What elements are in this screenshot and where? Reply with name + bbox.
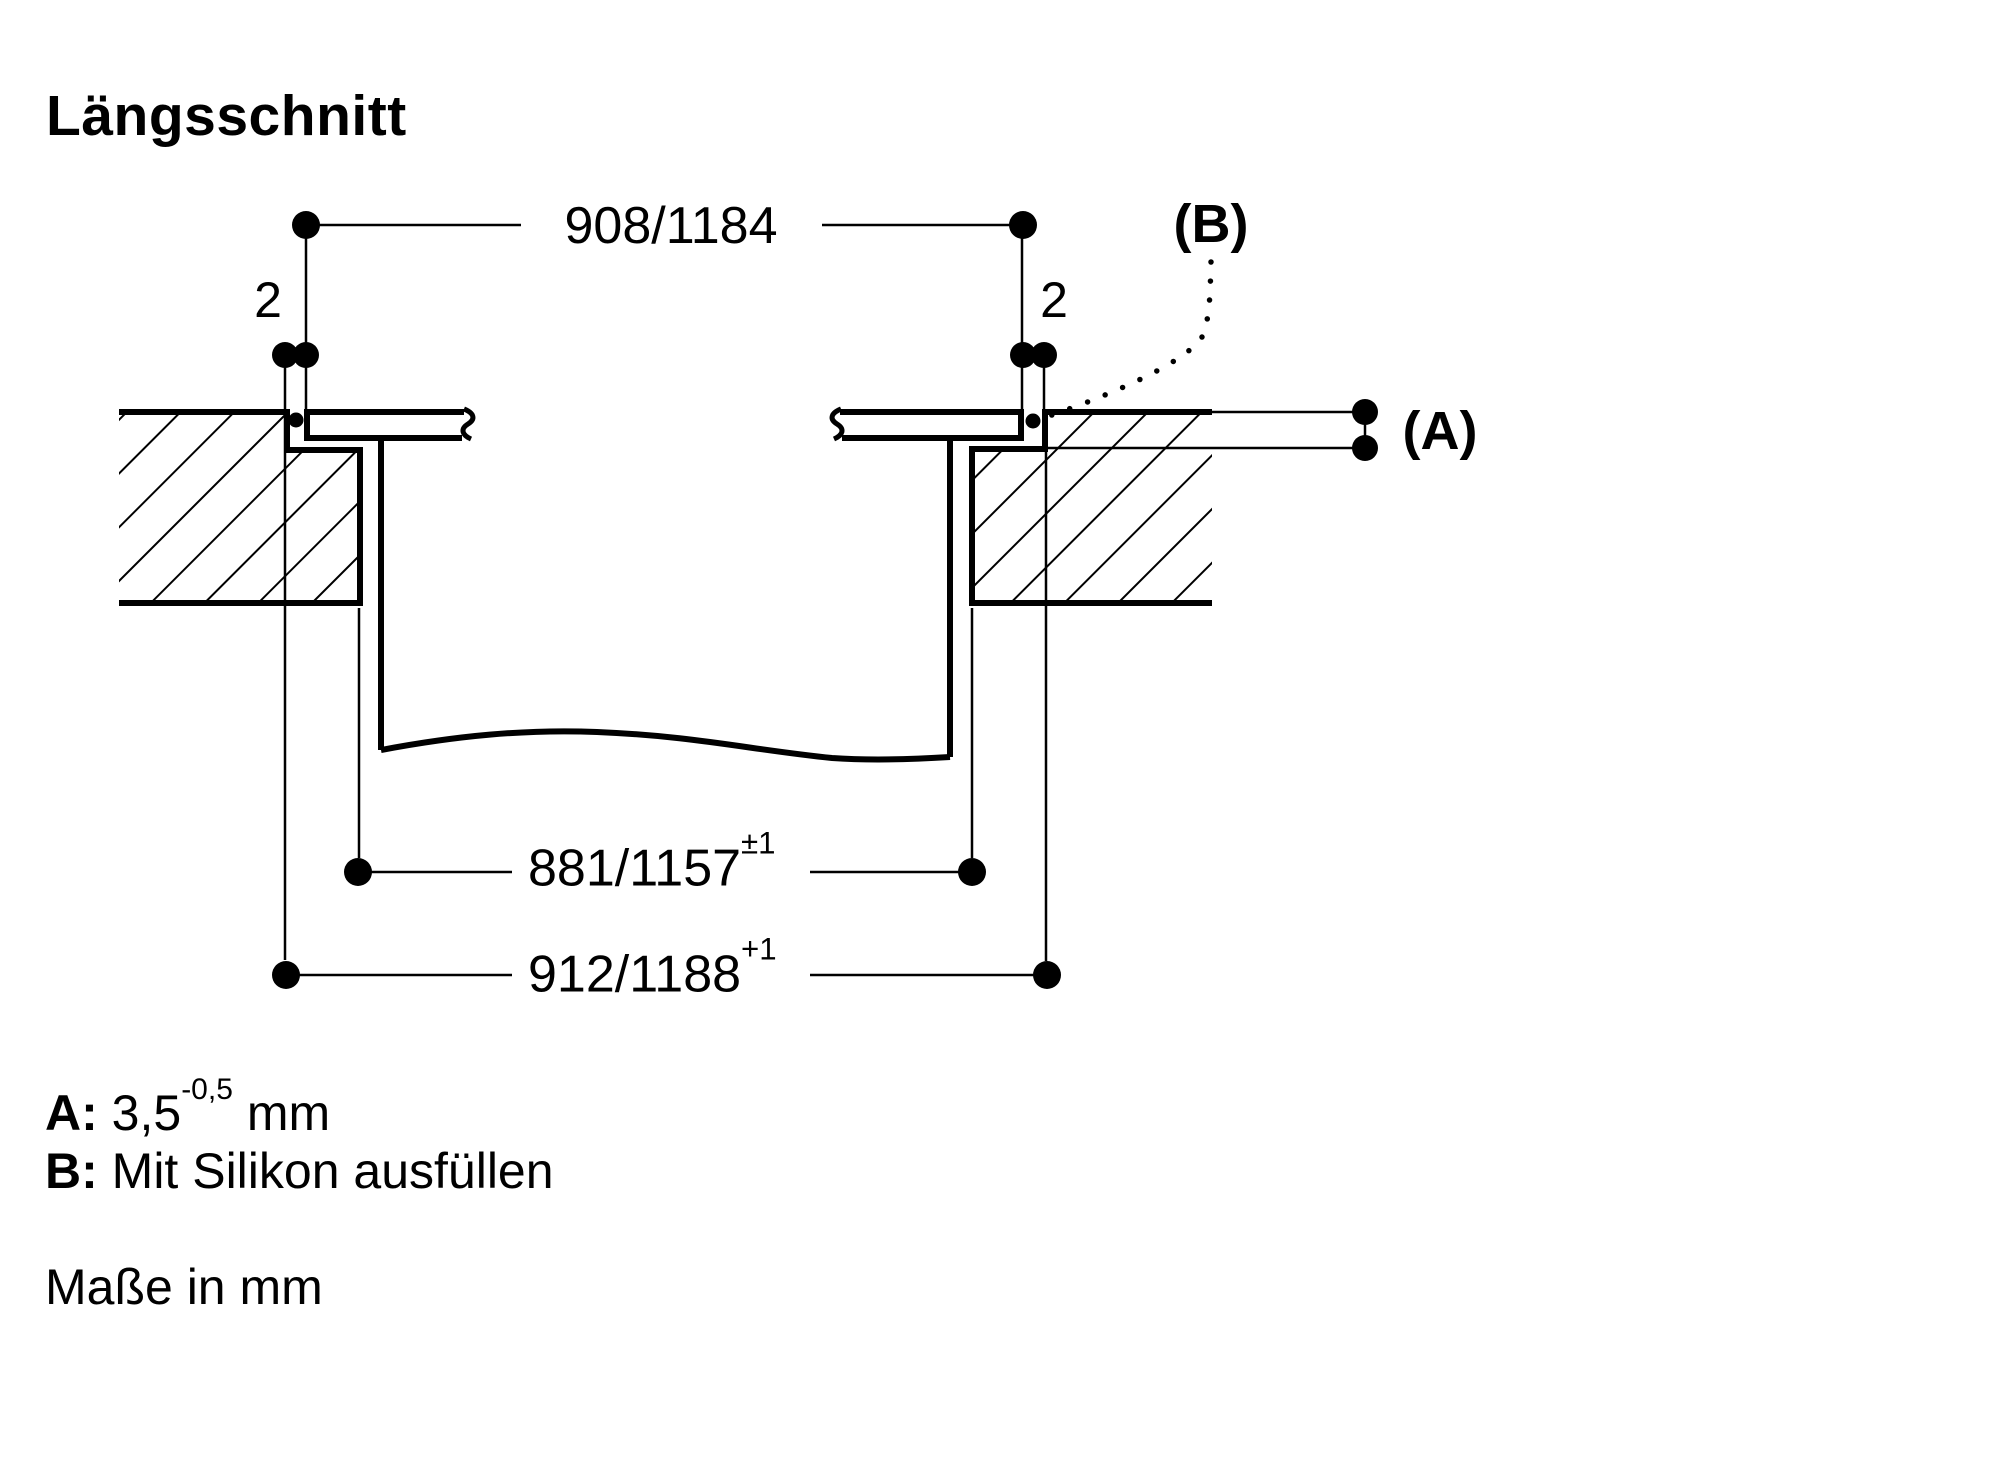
recess-width-value: 912/1188 bbox=[528, 945, 742, 1004]
dot-datum-a-lower bbox=[1352, 435, 1378, 461]
countertop-left bbox=[119, 409, 363, 606]
appliance-flange-right bbox=[829, 406, 1024, 442]
appliance-body-tub bbox=[378, 438, 953, 763]
legend-a-value: 3,5 bbox=[111, 1085, 182, 1141]
legend-a-key: A: bbox=[45, 1085, 98, 1141]
countertop-left-hatch bbox=[119, 412, 360, 603]
legend-b-key: B: bbox=[45, 1143, 98, 1199]
dot-recess-left bbox=[272, 961, 300, 989]
appliance-flange-left bbox=[304, 406, 476, 442]
tub-bottom-wavy bbox=[380, 728, 951, 763]
dim-label-gap-right: 2 bbox=[1040, 272, 1068, 328]
cutout-width-value: 881/1157 bbox=[528, 839, 742, 898]
legend-a-tolerance: -0,5 bbox=[181, 1072, 233, 1106]
cutout-width-tolerance: ±1 bbox=[741, 825, 776, 861]
dim-label-glass-width: 908/1184 bbox=[564, 197, 778, 255]
countertop-right bbox=[969, 409, 1212, 606]
dot-glass-width-left bbox=[292, 211, 320, 239]
countertop-right-outline bbox=[969, 409, 1212, 606]
drawing-title: Längsschnitt bbox=[46, 84, 407, 148]
dot-gap-right-a bbox=[1010, 342, 1036, 368]
silicone-joint-dot-right bbox=[1025, 413, 1041, 429]
dot-recess-right bbox=[1033, 961, 1061, 989]
dot-gap-right-b bbox=[1031, 342, 1057, 368]
countertop-right-hatch bbox=[972, 412, 1212, 603]
legend-line-b: B: Mit Silikon ausfüllen bbox=[45, 1146, 554, 1196]
dot-cutout-left bbox=[344, 858, 372, 886]
break-edge-right-flange bbox=[829, 406, 845, 442]
b-leader-dotted-line bbox=[1043, 259, 1214, 420]
dimension-dots bbox=[272, 211, 1378, 989]
dim-label-cutout-width: 881/1157±1 bbox=[528, 827, 776, 894]
callout-a-label: (A) bbox=[1402, 401, 1478, 461]
legend-a-unit: mm bbox=[246, 1085, 331, 1141]
legend-b-text: Mit Silikon ausfüllen bbox=[111, 1143, 554, 1199]
dot-cutout-right bbox=[958, 858, 986, 886]
dot-datum-a-upper bbox=[1352, 399, 1378, 425]
dot-gap-left-a bbox=[272, 342, 298, 368]
units-note: Maße in mm bbox=[45, 1259, 323, 1315]
legend-line-a: A: 3,5-0,5 mm bbox=[45, 1074, 331, 1141]
dot-gap-left-b bbox=[293, 342, 319, 368]
countertop-left-outline bbox=[119, 409, 363, 606]
callout-b-label: (B) bbox=[1173, 194, 1249, 254]
dot-glass-width-right bbox=[1009, 211, 1037, 239]
dim-label-recess-width: 912/1188+1 bbox=[528, 933, 777, 1000]
silicone-joint-dot-left bbox=[288, 412, 304, 428]
dim-label-gap-left: 2 bbox=[254, 272, 282, 328]
break-edge-left-flange bbox=[460, 406, 476, 442]
dimension-lines bbox=[283, 223, 1367, 977]
recess-width-tolerance: +1 bbox=[741, 931, 777, 967]
